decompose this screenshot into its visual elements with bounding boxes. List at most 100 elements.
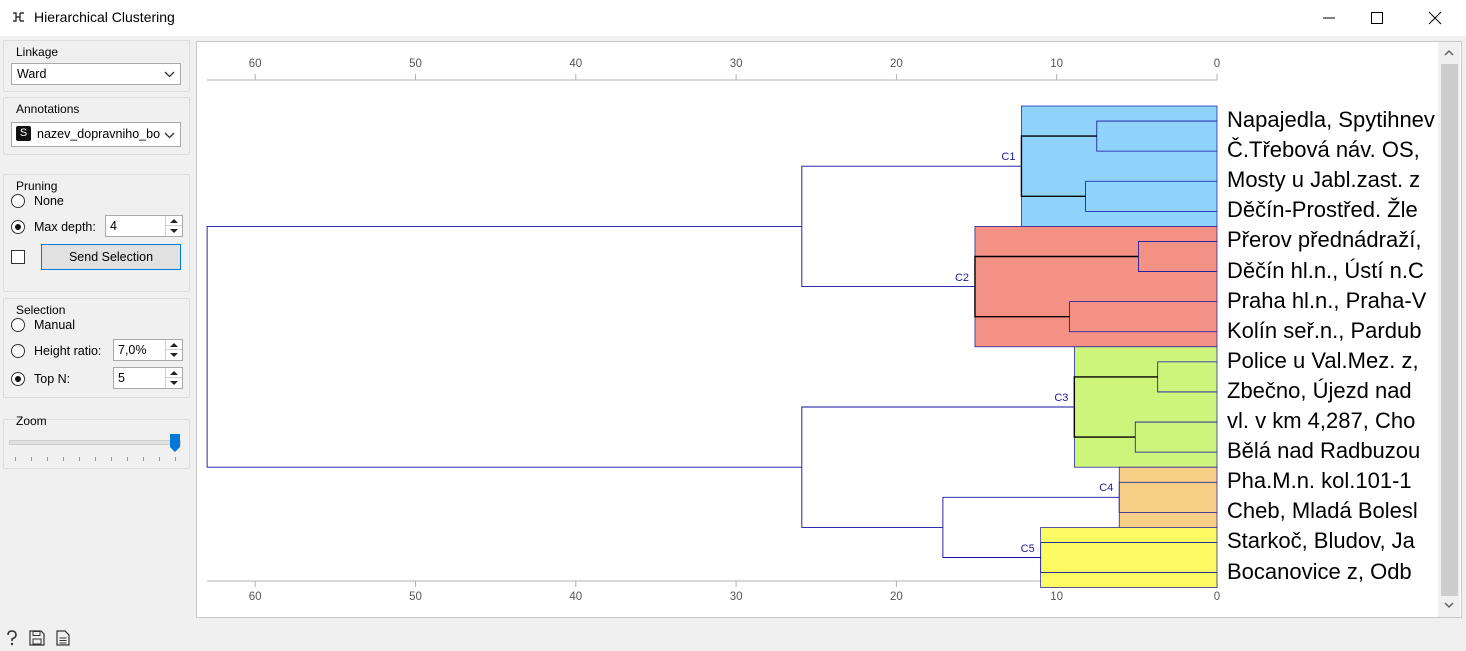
scrollbar-thumb[interactable] [1441,64,1458,596]
top-n-value: 5 [118,371,125,385]
spin-down-icon [170,381,178,385]
max-depth-spinbox[interactable]: 4 [105,215,183,237]
max-depth-label: Max depth: [34,220,96,234]
spin-arrows [165,340,182,360]
linkage-combo[interactable]: Ward [11,63,181,85]
zoom-tick [63,457,64,461]
zoom-tick [31,457,32,461]
spin-down-button[interactable] [166,350,182,360]
spin-down-button[interactable] [166,378,182,388]
scroll-down-icon[interactable] [1438,597,1460,613]
zoom-tick [15,457,16,461]
pruning-max-depth-radio[interactable] [11,220,25,234]
leaf-label[interactable]: Zbečno, Újezd nad [1227,377,1412,403]
cluster-label-c5: C5 [1020,542,1035,555]
minimize-icon [1323,17,1335,19]
leaf-label[interactable]: Bělá nad Radbuzou [1227,438,1421,464]
spin-up-button[interactable] [166,368,182,378]
axis-tick-label: 30 [729,591,743,603]
zoom-tick [95,457,96,461]
top-n-label: Top N: [34,372,71,386]
cluster-label-c3: C3 [1054,392,1069,404]
zoom-tick [79,457,80,461]
spin-down-icon [170,353,178,357]
selection-height-ratio-radio[interactable] [11,344,25,358]
linkage-group: Linkage Ward [3,40,190,92]
selection-group: Selection Manual Height ratio: 7,0% Top … [3,298,190,398]
annotations-combo[interactable]: S nazev_dopravniho_bo [11,122,181,147]
report-icon[interactable] [56,630,70,646]
pruning-none-label: None [34,194,64,208]
cluster-label-c2: C2 [954,271,969,284]
zoom-group: Zoom [3,414,190,469]
leaf-label[interactable]: Č.Třebová náv. OS, [1227,137,1420,163]
cluster-label-c4: C4 [1099,482,1114,495]
leaf-label[interactable]: Kolín seř.n., Pardub [1227,317,1422,343]
leaf-label[interactable]: vl. v km 4,287, Cho [1227,408,1416,433]
spin-up-icon [170,219,178,223]
spin-up-button[interactable] [166,340,182,350]
dendrogram-app-icon [13,12,24,22]
spin-arrows [165,368,182,388]
annotations-group: Annotations S nazev_dopravniho_bo [3,97,190,155]
selection-manual-radio[interactable] [11,318,25,332]
leaf-label[interactable]: Napajedla, Spytihnev [1227,107,1435,132]
zoom-tick [111,457,112,461]
maximize-icon [1371,12,1383,24]
linkage-title: Linkage [16,45,59,59]
pruning-title: Pruning [16,179,58,193]
axis-tick-label: 10 [1050,58,1064,70]
spin-down-icon [170,229,178,233]
leaf-label[interactable]: Děčín-Prostřed. Žle [1227,197,1418,223]
leaf-label[interactable]: Děčín hl.n., Ústí n.C [1227,257,1424,283]
annotations-title: Annotations [16,102,80,116]
zoom-tick [143,457,144,461]
save-icon[interactable] [29,630,45,646]
top-n-spinbox[interactable]: 5 [113,367,183,389]
height-ratio-label: Height ratio: [34,344,102,358]
annotations-value: nazev_dopravniho_bo [37,127,161,141]
send-selection-button[interactable]: Send Selection [41,244,181,270]
zoom-slider-track[interactable] [9,440,181,445]
max-depth-value: 4 [110,219,117,233]
spin-up-button[interactable] [166,216,182,226]
minimize-button[interactable] [1306,0,1352,36]
leaf-label[interactable]: Bocanovice z, Odb [1227,558,1412,584]
leaf-label[interactable]: Praha hl.n., Praha-V [1227,287,1427,313]
pruning-group: Pruning None Max depth: 4 Send Selection [3,174,190,292]
selection-title: Selection [16,303,66,317]
axis-tick-label: 30 [729,58,743,70]
scroll-up-icon[interactable] [1438,45,1460,61]
axis-tick-label: 40 [569,58,583,70]
axis-tick-label: 50 [409,58,422,70]
zoom-tick [127,457,128,461]
close-button[interactable] [1412,0,1458,36]
leaf-label[interactable]: Mosty u Jabl.zast. z [1227,167,1421,193]
spin-up-icon [170,371,178,375]
leaf-label[interactable]: Přerov přednádraží, [1227,227,1422,253]
manual-label: Manual [34,318,75,332]
selection-top-n-radio[interactable] [11,372,25,386]
leaf-label[interactable]: Police u Val.Mez. z, [1227,347,1419,373]
zoom-slider-handle[interactable] [170,434,180,452]
axis-tick-label: 60 [248,591,262,603]
spin-down-button[interactable] [166,226,182,236]
zoom-tick [159,457,160,461]
pruning-none-radio[interactable] [11,194,25,208]
cluster-label-c1: C1 [1001,151,1016,164]
axis-tick-label: 40 [569,591,583,603]
axis-tick-label: 20 [889,591,903,603]
axis-tick-label: 0 [1213,58,1221,70]
string-variable-icon: S [16,126,31,141]
maximize-button[interactable] [1354,0,1400,36]
leaf-label[interactable]: Starkoč, Bludov, Ja [1227,528,1415,554]
help-icon[interactable] [5,630,19,646]
auto-send-checkbox[interactable] [11,250,25,264]
title-bar: Hierarchical Clustering [0,0,1466,36]
height-ratio-spinbox[interactable]: 7,0% [113,339,183,361]
leaf-label[interactable]: Cheb, Mladá Bolesl [1227,498,1418,524]
leaf-label[interactable]: Pha.M.n. kol.101-1 [1227,468,1412,494]
chevron-down-icon [164,132,175,139]
close-icon [1428,11,1442,25]
